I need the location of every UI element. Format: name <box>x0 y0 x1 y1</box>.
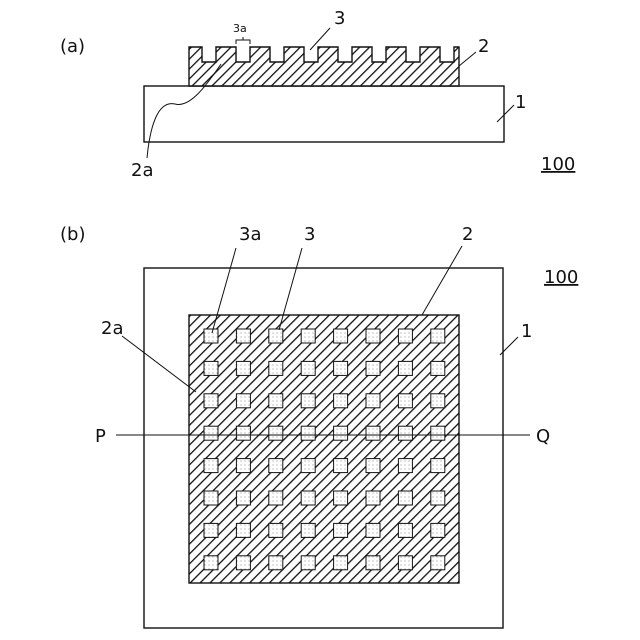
recess-cell <box>366 523 380 537</box>
recess-cell <box>269 394 283 408</box>
recess-cell <box>269 329 283 343</box>
recess-cell <box>431 361 445 375</box>
recess-cell <box>366 329 380 343</box>
callout-2-a: 2 <box>478 36 489 57</box>
recess-cell <box>366 459 380 473</box>
recess-cell <box>398 556 412 570</box>
section-start-label: P <box>95 426 106 447</box>
ref-number-b: 100 <box>544 267 578 288</box>
recess-cell <box>204 556 218 570</box>
figure-b: (b) P Q 3a 3 2 1 2a 100 <box>60 224 578 628</box>
callout-3a-b: 3a <box>239 224 261 245</box>
recess-cell <box>301 491 315 505</box>
recess-cell <box>398 394 412 408</box>
recess-cell <box>334 329 348 343</box>
recess-cell <box>269 361 283 375</box>
recess-cell <box>398 459 412 473</box>
recess-bracket <box>236 37 250 44</box>
callout-1-b: 1 <box>521 321 532 342</box>
recess-cell <box>236 523 250 537</box>
recess-cell <box>236 556 250 570</box>
recess-cell <box>301 329 315 343</box>
recess-cell <box>431 459 445 473</box>
recess-cell <box>398 491 412 505</box>
recess-cell <box>334 394 348 408</box>
recess-cell <box>301 361 315 375</box>
figure-a-label: (a) <box>60 36 85 57</box>
recess-cell <box>334 491 348 505</box>
recess-cell <box>366 394 380 408</box>
recess-cell <box>204 394 218 408</box>
recess-cell <box>398 329 412 343</box>
recess-cell <box>269 556 283 570</box>
callout-2-b: 2 <box>462 224 473 245</box>
recess-cell <box>431 556 445 570</box>
recess-cell <box>398 523 412 537</box>
callout-3-b: 3 <box>304 224 315 245</box>
recess-cell <box>204 329 218 343</box>
recess-cell <box>301 523 315 537</box>
section-end-label: Q <box>536 426 550 447</box>
recess-cell <box>431 426 445 440</box>
recess-cell <box>334 523 348 537</box>
leader-2-a <box>459 52 476 66</box>
recess-cell <box>236 426 250 440</box>
recess-cell <box>236 459 250 473</box>
recess-cell <box>398 426 412 440</box>
figure-a: (a) 3a 3 2 1 2a 100 <box>60 8 575 181</box>
callout-3a-a: 3a <box>233 22 247 35</box>
recess-cell <box>366 426 380 440</box>
recess-cell <box>236 361 250 375</box>
recess-cell <box>366 491 380 505</box>
recess-cell <box>269 491 283 505</box>
recess-cell <box>366 361 380 375</box>
recess-cell <box>301 556 315 570</box>
patterned-layer-cross-section <box>189 47 459 86</box>
recess-cell <box>204 361 218 375</box>
recess-cell <box>236 394 250 408</box>
recess-cell <box>431 329 445 343</box>
recess-cell <box>334 556 348 570</box>
callout-3-a: 3 <box>334 8 345 29</box>
recess-cell <box>334 361 348 375</box>
recess-cell <box>204 426 218 440</box>
recess-cell <box>366 556 380 570</box>
recess-cell <box>431 394 445 408</box>
callout-2a-a: 2a <box>131 160 153 181</box>
callout-2a-b: 2a <box>101 318 123 339</box>
recess-cell <box>431 523 445 537</box>
recess-cell <box>431 491 445 505</box>
recess-cell <box>269 459 283 473</box>
recess-cell <box>301 459 315 473</box>
recess-cell <box>204 523 218 537</box>
recess-cell <box>334 459 348 473</box>
patterned-layer-plan <box>189 315 459 583</box>
recess-cell <box>301 394 315 408</box>
figure-b-label: (b) <box>60 224 85 245</box>
recess-cell <box>269 523 283 537</box>
ref-number-a: 100 <box>541 154 575 175</box>
recess-cell <box>236 491 250 505</box>
recess-cell <box>334 426 348 440</box>
recess-cell <box>204 459 218 473</box>
recess-cell <box>301 426 315 440</box>
recess-cell <box>204 491 218 505</box>
callout-1-a: 1 <box>515 92 526 113</box>
recess-cell <box>398 361 412 375</box>
recess-cell <box>269 426 283 440</box>
recess-cell <box>236 329 250 343</box>
